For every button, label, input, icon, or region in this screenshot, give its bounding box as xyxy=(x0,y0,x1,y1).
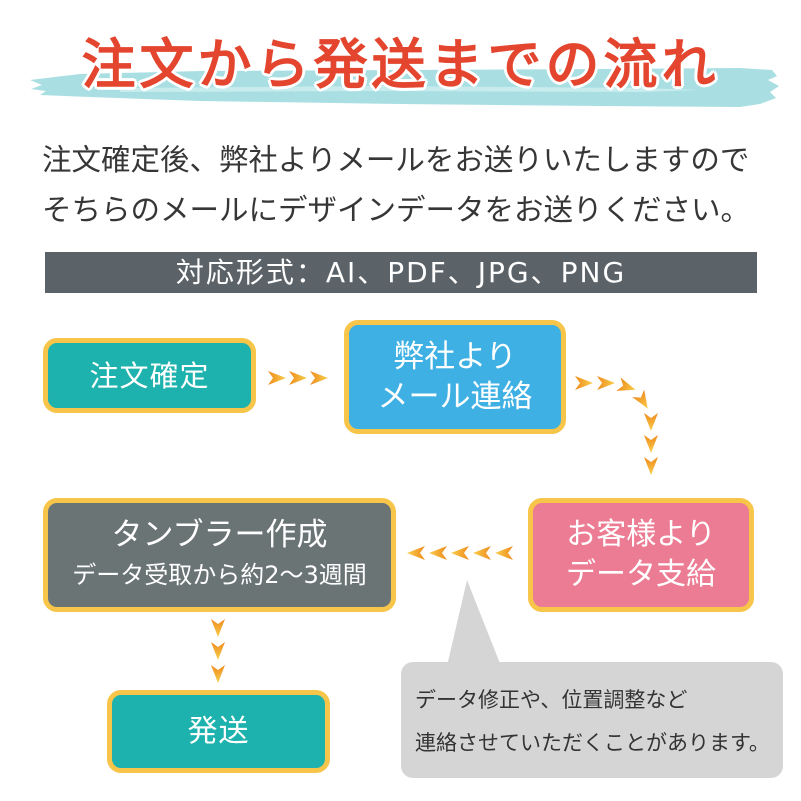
arrow-email-to-data-2 xyxy=(597,376,615,390)
arrow-data-to-production-1 xyxy=(495,546,513,560)
arrow-production-to-shipping-1 xyxy=(211,619,225,637)
note-line-1: データ修正や、位置調整など xyxy=(415,688,688,712)
arrow-data-to-production-5 xyxy=(407,546,425,560)
intro-line-2: そちらのメールにデザインデータをお送りください。 xyxy=(42,193,751,227)
step-duration-note: データ受取から約2〜3週間 xyxy=(72,561,367,589)
step-data-submission: お客様より データ支給 xyxy=(528,498,754,612)
arrow-production-to-shipping-2 xyxy=(211,642,225,660)
step-label: 発送 xyxy=(187,713,250,749)
note-line-2: 連絡させていただくことがあります。 xyxy=(415,731,770,755)
arrow-data-to-production-4 xyxy=(429,546,447,560)
arrow-data-to-production-3 xyxy=(451,546,469,560)
arrow-email-to-data-7 xyxy=(644,457,658,475)
arrow-data-to-production-2 xyxy=(473,546,491,560)
page-title: 注文から発送までの流れ xyxy=(81,33,720,96)
supported-formats-text: 対応形式：AI、PDF、JPG、PNG xyxy=(175,256,627,289)
step-label-line-1: タンブラー作成 xyxy=(111,517,328,553)
intro-text: 注文確定後、弊社よりメールをお送りいたしますので そちらのメールにデザインデータ… xyxy=(42,135,782,235)
step-label-line-1: お客様より xyxy=(566,517,716,552)
step-label-line-2: データ支給 xyxy=(566,557,716,592)
step-order-confirmed: 注文確定 xyxy=(43,338,256,413)
arrow-order-to-email-2 xyxy=(289,371,307,385)
supported-formats-bar: 対応形式：AI、PDF、JPG、PNG xyxy=(45,252,757,293)
arrow-email-to-data-3 xyxy=(616,377,636,391)
note-bubble-tail xyxy=(447,580,501,666)
arrow-production-to-shipping-3 xyxy=(211,665,225,683)
note-bubble: データ修正や、位置調整など 連絡させていただくことがあります。 xyxy=(401,662,783,778)
arrow-email-to-data-4 xyxy=(632,389,648,409)
arrow-email-to-data-1 xyxy=(575,376,593,390)
arrow-email-to-data-6 xyxy=(644,435,658,453)
title-brush-streak xyxy=(120,86,700,92)
intro-line-1: 注文確定後、弊社よりメールをお送りいたしますので xyxy=(42,143,750,177)
arrow-order-to-email-1 xyxy=(268,371,286,385)
arrow-email-to-data-5 xyxy=(644,413,658,431)
step-tumbler-production: タンブラー作成 データ受取から約2〜3週間 xyxy=(43,498,396,612)
step-label-line-2: メール連絡 xyxy=(377,379,533,415)
arrow-order-to-email-3 xyxy=(310,371,328,385)
step-shipping: 発送 xyxy=(107,690,330,773)
step-label: 注文確定 xyxy=(89,358,210,393)
step-email-contact: 弊社より メール連絡 xyxy=(344,320,566,434)
step-label-line-1: 弊社より xyxy=(393,339,517,375)
